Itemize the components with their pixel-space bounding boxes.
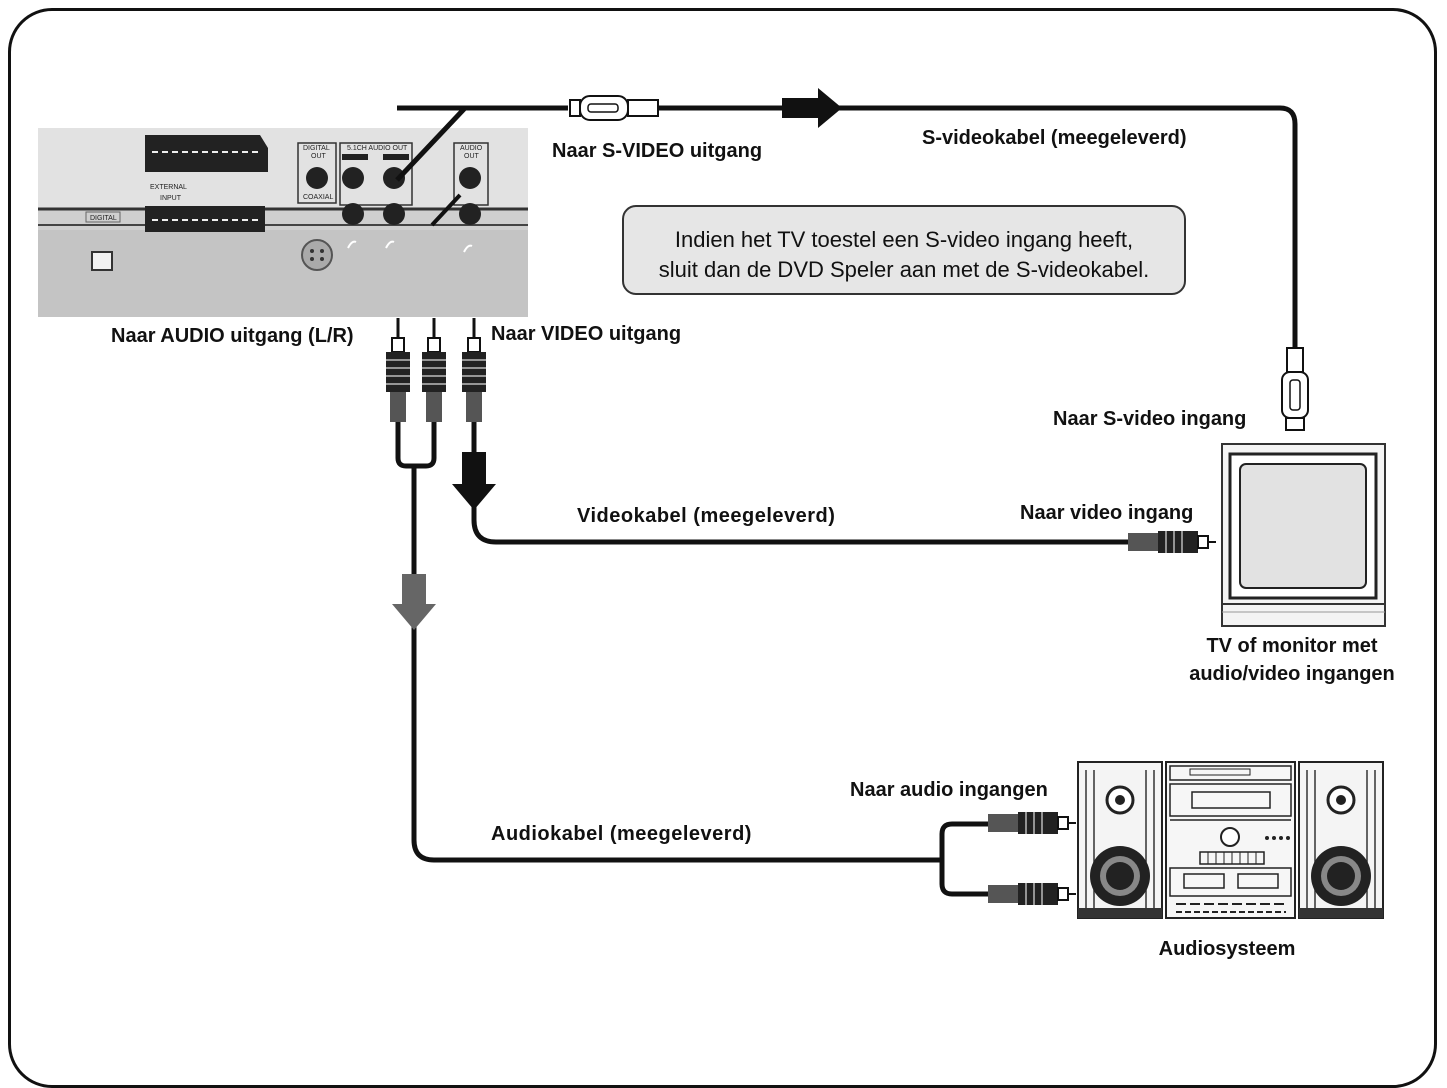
panel-audio-label: AUDIO [460, 145, 483, 152]
audio-direction-arrow [392, 574, 436, 630]
label-audio-cable: Audiokabel (meegeleverd) [491, 823, 752, 845]
stereo-main-unit [1165, 761, 1296, 919]
video-direction-arrow [452, 452, 496, 510]
label-to-audio-output: Naar AUDIO uitgang (L/R) [111, 325, 354, 347]
audio-system [1077, 761, 1384, 919]
panel-input-label: INPUT [160, 195, 182, 202]
label-to-svideo-input: Naar S-video ingang [1053, 408, 1247, 430]
video-cable [452, 422, 1216, 553]
svideo-plug-tv [1281, 347, 1309, 431]
label-to-svideo-output: Naar S-VIDEO uitgang [552, 140, 763, 162]
video-out-jack [459, 167, 481, 189]
jack-51-4 [383, 203, 405, 225]
panel-external-label: EXTERNAL [150, 184, 187, 191]
speaker-right [1298, 761, 1384, 919]
svideo-direction-arrow [782, 88, 842, 128]
scart-connector-bottom [145, 206, 265, 232]
note-line1: Indien het TV toestel een S-video ingang… [674, 227, 1134, 252]
tv-monitor [1221, 443, 1386, 627]
jack-51-3 [342, 203, 364, 225]
audio-out-jack [459, 203, 481, 225]
label-tv-line1: TV of monitor met [1206, 635, 1378, 657]
svideo-cable [569, 88, 1309, 431]
svideo-note-box: Indien het TV toestel een S-video ingang… [622, 205, 1186, 295]
label-to-video-output: Naar VIDEO uitgang [491, 323, 682, 345]
rca-plug-audio-in-bottom [988, 883, 1076, 905]
jack-51-2 [383, 167, 405, 189]
rca-plugs-dvd [386, 318, 486, 422]
label-to-video-input: Naar video ingang [1020, 502, 1194, 524]
rca-plug-video-in [1128, 531, 1216, 553]
label-to-audio-inputs: Naar audio ingangen [850, 779, 1048, 801]
rca-plug-audio-in-top [988, 812, 1076, 834]
panel-audio-out-label: OUT [464, 153, 480, 160]
audio-cable [392, 422, 1076, 905]
panel-digital-small: DIGITAL [90, 215, 117, 222]
panel-digital-label: DIGITAL [303, 145, 330, 152]
coaxial-jack [306, 167, 328, 189]
speaker-left [1077, 761, 1163, 919]
note-line2: sluit dan de DVD Speler aan met de S-vid… [658, 257, 1150, 282]
jack-51-1 [342, 167, 364, 189]
svideo-plug-source [569, 95, 659, 121]
svideo-port [301, 239, 333, 271]
panel-coaxial-label: COAXIAL [303, 194, 333, 201]
optical-port [91, 251, 113, 271]
scart-connector-top [145, 135, 268, 172]
panel-out-label: OUT [311, 153, 327, 160]
label-tv-line2: audio/video ingangen [1189, 663, 1395, 685]
label-video-cable: Videokabel (meegeleverd) [577, 505, 836, 527]
label-svideo-cable: S-videokabel (meegeleverd) [922, 127, 1187, 149]
panel-51ch-label: 5.1CH AUDIO OUT [347, 145, 408, 152]
dvd-player-rear-panel: EXTERNAL INPUT DIGITAL OUT COAXIAL 5.1CH… [38, 105, 568, 317]
label-audio-system: Audiosysteem [1158, 938, 1296, 960]
